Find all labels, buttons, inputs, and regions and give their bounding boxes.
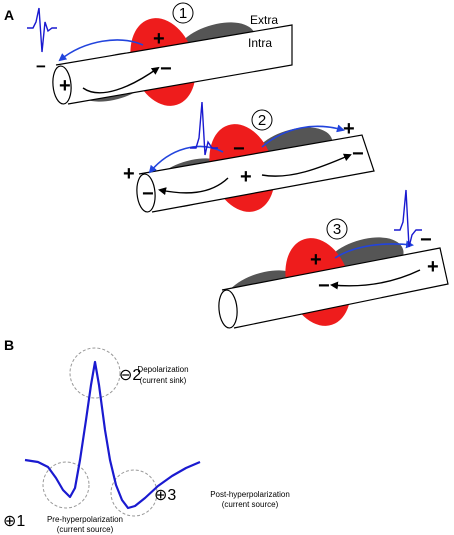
spike-side-sign: − bbox=[36, 57, 46, 76]
axon-body bbox=[138, 134, 375, 213]
intracellular-current-arrow bbox=[330, 269, 421, 290]
intracellular-current-arrow-right bbox=[261, 153, 352, 177]
axon-step-2: − − + + + − 2 bbox=[123, 101, 375, 213]
red-inside-sign: − bbox=[160, 58, 172, 80]
axon-step-3: + − − + 3 bbox=[218, 189, 449, 329]
axon-body bbox=[55, 24, 293, 105]
step-number-circle bbox=[172, 2, 194, 24]
extracellular-spike-waveform bbox=[190, 101, 218, 156]
pre-hyperpolarization-highlight-circle bbox=[42, 461, 90, 509]
red-outside-sign: − bbox=[233, 138, 245, 160]
extracellular-spike-trace bbox=[24, 360, 201, 510]
step-number: 3 bbox=[333, 221, 341, 238]
axon-step-1: + + − − 1 Extra Intra bbox=[27, 2, 293, 106]
extracellular-current-arrow-left bbox=[148, 145, 224, 174]
right-lower-sign: − bbox=[352, 143, 364, 165]
phase-3-title: Post-hyperpolarization bbox=[210, 490, 290, 499]
red-inside-sign: − bbox=[318, 275, 330, 297]
red-outside-sign: + bbox=[153, 28, 165, 50]
step-number-circle bbox=[251, 109, 273, 131]
phase-2-subtitle: (current sink) bbox=[140, 376, 187, 385]
end-cap-sign: + bbox=[59, 75, 71, 97]
right-outside-sign: + bbox=[343, 118, 355, 140]
axon-end-cap bbox=[52, 65, 72, 105]
step-number-circle bbox=[326, 218, 348, 240]
panel-a-label: A bbox=[4, 7, 14, 23]
axon-end-cap bbox=[218, 289, 238, 329]
axon-end-cap bbox=[136, 173, 156, 213]
step-number: 1 bbox=[179, 5, 187, 22]
right-lower-sign: + bbox=[427, 256, 439, 278]
extracellular-current-arrow bbox=[58, 39, 144, 62]
extracellular-spike-waveform bbox=[394, 189, 422, 248]
red-outside-sign: + bbox=[310, 249, 322, 271]
phase-3-symbol: ⊕3 bbox=[154, 487, 176, 504]
depolarization-highlight-circle bbox=[69, 347, 121, 399]
step-number: 2 bbox=[258, 112, 266, 129]
red-inside-sign: + bbox=[240, 166, 252, 188]
extracellular-current-arrow-right bbox=[261, 124, 345, 148]
phase-1-symbol: ⊕1 bbox=[3, 513, 25, 530]
extracellular-current-arrow bbox=[334, 240, 414, 259]
phase-2-title: Depolarization bbox=[137, 365, 188, 374]
phase-3-subtitle: (current source) bbox=[222, 500, 279, 509]
intracellular-current-arrow bbox=[82, 66, 160, 94]
phase-1-title: Pre-hyperpolarization bbox=[47, 515, 123, 524]
intracellular-label: Intra bbox=[248, 36, 272, 50]
extracellular-spike-waveform bbox=[27, 7, 57, 53]
extracellular-label: Extra bbox=[250, 13, 278, 27]
phase-2-symbol: ⊖2 bbox=[119, 367, 141, 384]
phase-1-subtitle: (current source) bbox=[57, 525, 114, 534]
intracellular-current-arrow-left bbox=[158, 177, 229, 196]
end-cap-sign: − bbox=[142, 183, 154, 205]
left-outside-sign: + bbox=[123, 163, 135, 185]
post-hyperpolarization-highlight-circle bbox=[110, 469, 158, 517]
panel-b-label: B bbox=[4, 337, 14, 353]
right-outside-sign: − bbox=[420, 229, 432, 251]
